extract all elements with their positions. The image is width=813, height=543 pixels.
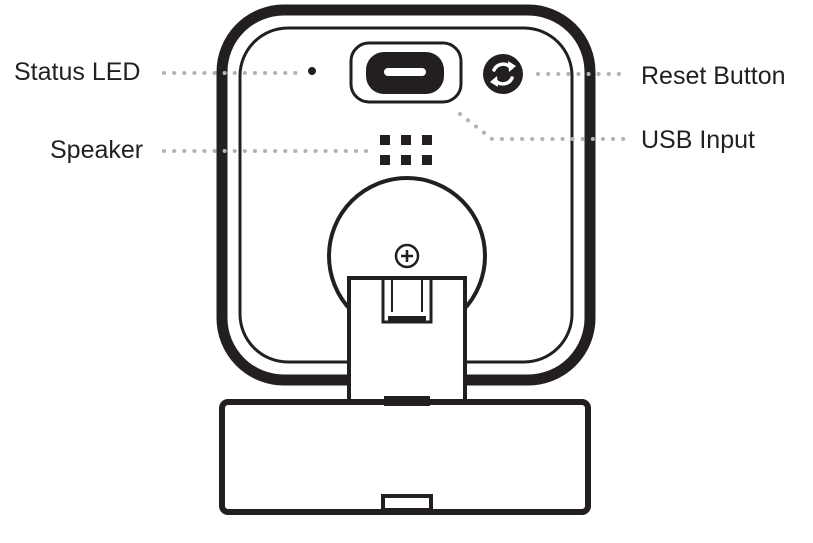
- speaker-grille-icon: [380, 135, 432, 165]
- mount-base: [219, 396, 591, 515]
- leader-usb-input: [458, 112, 630, 141]
- status-led-label: Status LED: [14, 58, 141, 86]
- reset-button-label: Reset Button: [641, 62, 786, 90]
- status-led-dot: [308, 67, 316, 75]
- usb-port-icon: [349, 41, 463, 104]
- speaker-label: Speaker: [50, 136, 144, 164]
- reset-sync-icon: [483, 54, 523, 94]
- mount-arm: [347, 276, 467, 406]
- usb-input-label: USB Input: [641, 126, 755, 154]
- screw-plus-icon: [394, 243, 420, 269]
